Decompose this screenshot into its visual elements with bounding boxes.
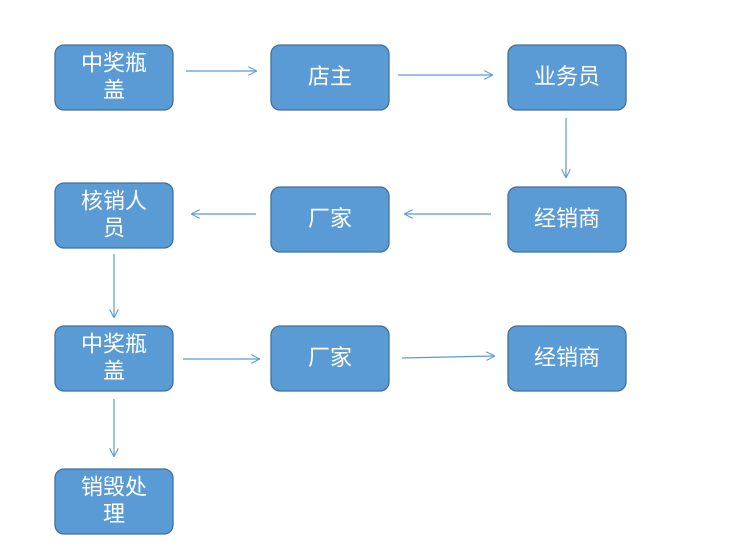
node-label-line: 核销人: [81, 190, 147, 215]
node-distributor-2: 经销商: [507, 325, 627, 392]
node-label-line: 中奖瓶: [81, 52, 147, 77]
arrow-manufacturer-2-to-distributor-2: [401, 356, 494, 358]
node-box: [507, 325, 627, 392]
node-box: [54, 182, 174, 249]
node-label-line: 厂家: [308, 346, 352, 371]
nodes-layer: 中奖瓶盖店主业务员经销商厂家核销人员中奖瓶盖厂家经销商销毁处理: [54, 44, 627, 535]
node-label-line: 理: [103, 503, 125, 528]
node-label-line: 中奖瓶: [81, 333, 147, 358]
node-label-line: 盖: [103, 360, 125, 385]
node-salesperson: 业务员: [507, 44, 627, 111]
node-box: [507, 186, 627, 253]
node-label-line: 厂家: [308, 207, 352, 232]
node-label-line: 员: [103, 217, 125, 242]
edges-layer: [114, 71, 566, 456]
node-label-line: 经销商: [534, 346, 600, 371]
node-manufacturer-2: 厂家: [270, 325, 390, 392]
node-label-line: 销毁处: [81, 476, 147, 501]
node-shop-owner: 店主: [270, 44, 390, 111]
node-distributor-1: 经销商: [507, 186, 627, 253]
node-box: [270, 44, 390, 111]
node-box: [270, 186, 390, 253]
node-label-line: 经销商: [534, 207, 600, 232]
node-label-line: 业务员: [534, 65, 600, 90]
node-box: [54, 325, 174, 392]
node-box: [54, 468, 174, 535]
node-label-line: 盖: [103, 79, 125, 104]
node-box: [270, 325, 390, 392]
node-box: [507, 44, 627, 111]
node-manufacturer-1: 厂家: [270, 186, 390, 253]
node-box: [54, 44, 174, 111]
node-label-line: 店主: [308, 65, 352, 90]
